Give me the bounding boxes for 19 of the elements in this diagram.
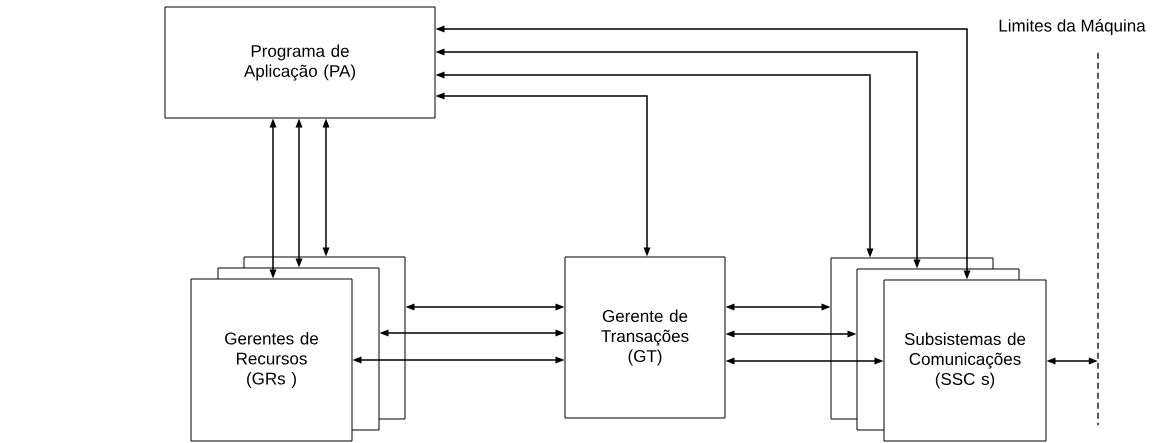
boundary-label: Limites da Máquina	[999, 18, 1146, 35]
arrow	[295, 118, 303, 268]
arrow	[379, 329, 565, 337]
stacked-boxes: Subsistemas de Comunicações (SSC s)	[830, 257, 1047, 442]
stacked-boxes: Gerentes de Recursos (GRs )	[190, 256, 406, 442]
arrow	[725, 357, 884, 365]
arrow	[435, 48, 921, 269]
arrow	[725, 330, 857, 338]
process-box: Programa de Aplicação (PA)	[164, 6, 436, 119]
process-box: Gerente de Transações (GT)	[564, 256, 726, 419]
arrow	[352, 356, 565, 364]
arrow	[405, 303, 565, 311]
arrow	[269, 118, 277, 279]
arrow	[435, 71, 874, 258]
arrow	[435, 25, 971, 280]
arrow	[435, 92, 651, 257]
arrow	[322, 118, 330, 257]
arrow	[725, 303, 831, 311]
arrow	[1046, 357, 1098, 365]
